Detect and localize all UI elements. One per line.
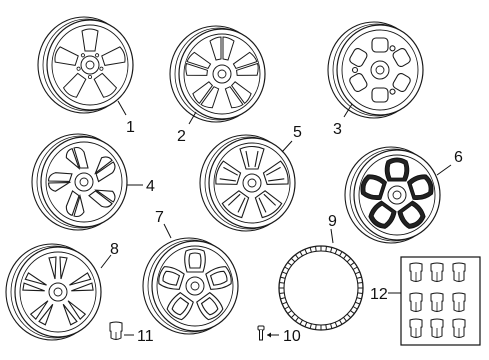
ring-tick [352,306,358,310]
valve-stem-10 [257,325,265,341]
callout-3: 3 [333,121,342,138]
callout-11: 11 [137,328,154,345]
ring-tick [287,310,292,314]
ring-tick [279,292,285,294]
ring-tick [282,271,288,275]
ring-tick [330,323,333,329]
ring-tick [346,257,352,263]
wheel-3 [327,21,424,119]
ring-tick [295,317,299,322]
ring-tick [354,271,360,275]
ring-tick [339,251,343,257]
ring-tick [290,257,296,263]
ring-tick [330,247,333,253]
ring-tick [279,282,285,284]
ring-tick [343,254,347,259]
lug-nut-icon [430,262,444,282]
lug-nut-icon [452,292,466,312]
ring-tick [350,310,355,314]
callout-7: 7 [155,209,164,226]
wheel-8 [5,243,102,341]
callout-4: 4 [146,178,155,195]
wheel-4 [31,133,128,231]
callout-1: 1 [126,119,135,136]
lug-nut-icon [430,318,444,338]
callout-8: 8 [110,241,119,258]
ring-tick [299,251,303,257]
ring-tick [334,321,338,327]
ring-tick [357,292,363,294]
ring-tick [315,246,317,252]
ring-tick [309,247,312,253]
ring-tick [354,301,360,305]
ring-tick [350,262,355,266]
ring-tick [304,249,308,255]
ring-tick [356,276,362,279]
ring-tick [339,319,343,325]
callout-12: 12 [370,286,388,303]
lug-nut-icon [409,318,423,338]
wheel-5 [199,134,296,232]
lock-key-icon [452,262,466,282]
ring-tick [295,254,299,259]
callout-2: 2 [177,128,186,145]
lug-nut-icon [452,318,466,338]
ring-tick [284,306,290,310]
callout-6: 6 [454,149,463,166]
wheel-6 [344,146,441,244]
ring-tick [325,324,327,330]
ring-tick [287,262,292,266]
lug-nut-icon [430,292,444,312]
ring-tick [280,297,286,300]
callout-10: 10 [283,328,301,345]
ring-tick [315,324,317,330]
ring-tick [334,249,338,255]
ring-tick [290,313,296,319]
ring-tick [299,319,303,325]
ring-tick [284,266,290,270]
ring-tick [346,313,352,319]
wheel-2 [169,25,266,123]
ring-tick [356,297,362,300]
lug-nut-11 [109,321,123,340]
lug-nut-icon [409,262,423,282]
lug-nut-icon [409,292,423,312]
ring-tick [352,266,358,270]
ring-tick [282,301,288,305]
callout-5: 5 [293,124,302,141]
ring-tick [357,282,363,284]
wheel-1 [37,16,134,114]
ring-tick [343,317,347,322]
callout-9: 9 [328,213,337,230]
ring-tick [304,321,308,327]
ring-tick [309,323,312,329]
ring-tick [280,276,286,279]
wheel-7 [142,237,239,335]
lock-kit-12 [400,256,481,346]
ring-tick [325,246,327,252]
rim-ring-9 [278,245,364,331]
